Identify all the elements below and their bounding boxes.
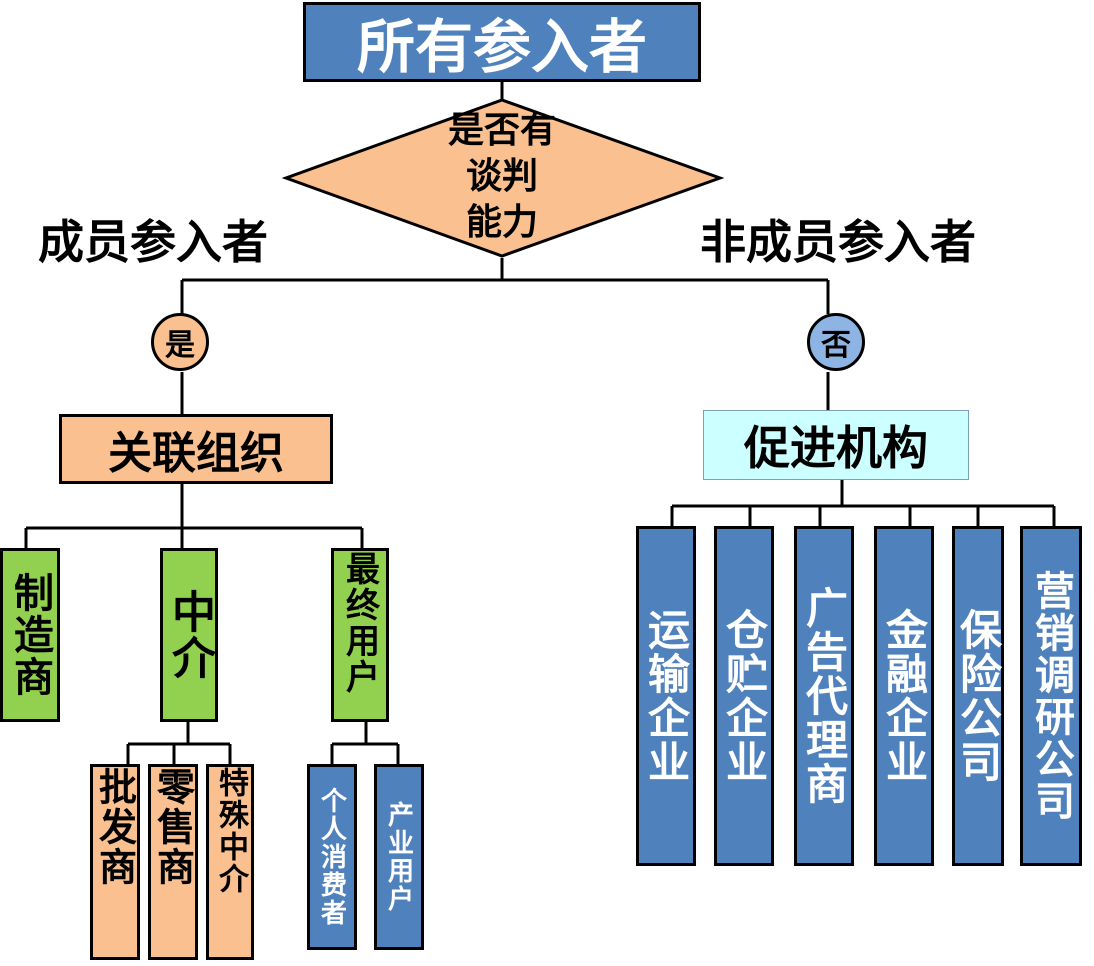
non-member-participants-label: 非成员参入者 xyxy=(700,215,976,269)
industrial-user-node: 产业用户 xyxy=(374,764,424,950)
member-participants-label: 成员参入者 xyxy=(38,215,268,269)
affiliated-organization-label: 关联组织 xyxy=(108,428,284,479)
advertising-agency-node: 广告代理商 xyxy=(794,526,854,866)
decision-line-2: 谈判 xyxy=(465,156,538,197)
no-circle: 否 xyxy=(807,313,865,371)
special-intermediary-node: 特殊中介 xyxy=(206,764,254,960)
financial-enterprise-label: 金融企业 xyxy=(879,608,929,784)
manufacturer-node: 制造商 xyxy=(0,548,60,722)
no-label: 否 xyxy=(821,328,851,363)
transport-enterprise-node: 运输企业 xyxy=(636,526,696,866)
industrial-user-label: 产业用户 xyxy=(383,801,414,913)
marketing-research-company-node: 营销调研公司 xyxy=(1020,526,1082,866)
end-user-label: 最终用户 xyxy=(339,551,380,695)
transport-enterprise-label: 运输企业 xyxy=(641,608,691,784)
wholesaler-node: 批发商 xyxy=(90,764,140,960)
insurance-company-label: 保险公司 xyxy=(953,608,1003,784)
manufacturer-label: 制造商 xyxy=(7,572,53,698)
facilitating-agencies-node: 促进机构 xyxy=(703,410,969,480)
root-node: 所有参入者 xyxy=(303,2,701,82)
decision-diamond xyxy=(281,98,725,258)
intermediary-node: 中介 xyxy=(160,548,218,722)
individual-consumer-label: 个人消费者 xyxy=(316,787,347,927)
special-intermediary-label: 特殊中介 xyxy=(213,767,248,895)
retailer-label: 零售商 xyxy=(150,767,195,887)
individual-consumer-node: 个人消费者 xyxy=(307,764,357,950)
retailer-node: 零售商 xyxy=(148,764,198,960)
root-label: 所有参入者 xyxy=(356,13,647,81)
decision-text: 是否有 谈判 能力 xyxy=(402,108,602,246)
warehousing-enterprise-label: 仓贮企业 xyxy=(719,608,769,784)
intermediary-label: 中介 xyxy=(164,589,215,681)
end-user-node: 最终用户 xyxy=(331,548,389,722)
marketing-research-company-label: 营销调研公司 xyxy=(1028,570,1074,822)
yes-circle: 是 xyxy=(151,313,209,371)
insurance-company-node: 保险公司 xyxy=(952,526,1004,866)
decision-line-1: 是否有 xyxy=(447,110,556,151)
facilitating-agencies-label: 促进机构 xyxy=(744,421,928,475)
warehousing-enterprise-node: 仓贮企业 xyxy=(714,526,774,866)
decision-line-3: 能力 xyxy=(465,202,538,243)
advertising-agency-label: 广告代理商 xyxy=(799,586,849,806)
financial-enterprise-node: 金融企业 xyxy=(874,526,934,866)
wholesaler-label: 批发商 xyxy=(92,767,137,887)
yes-label: 是 xyxy=(165,328,195,363)
affiliated-organization-node: 关联组织 xyxy=(59,414,333,484)
